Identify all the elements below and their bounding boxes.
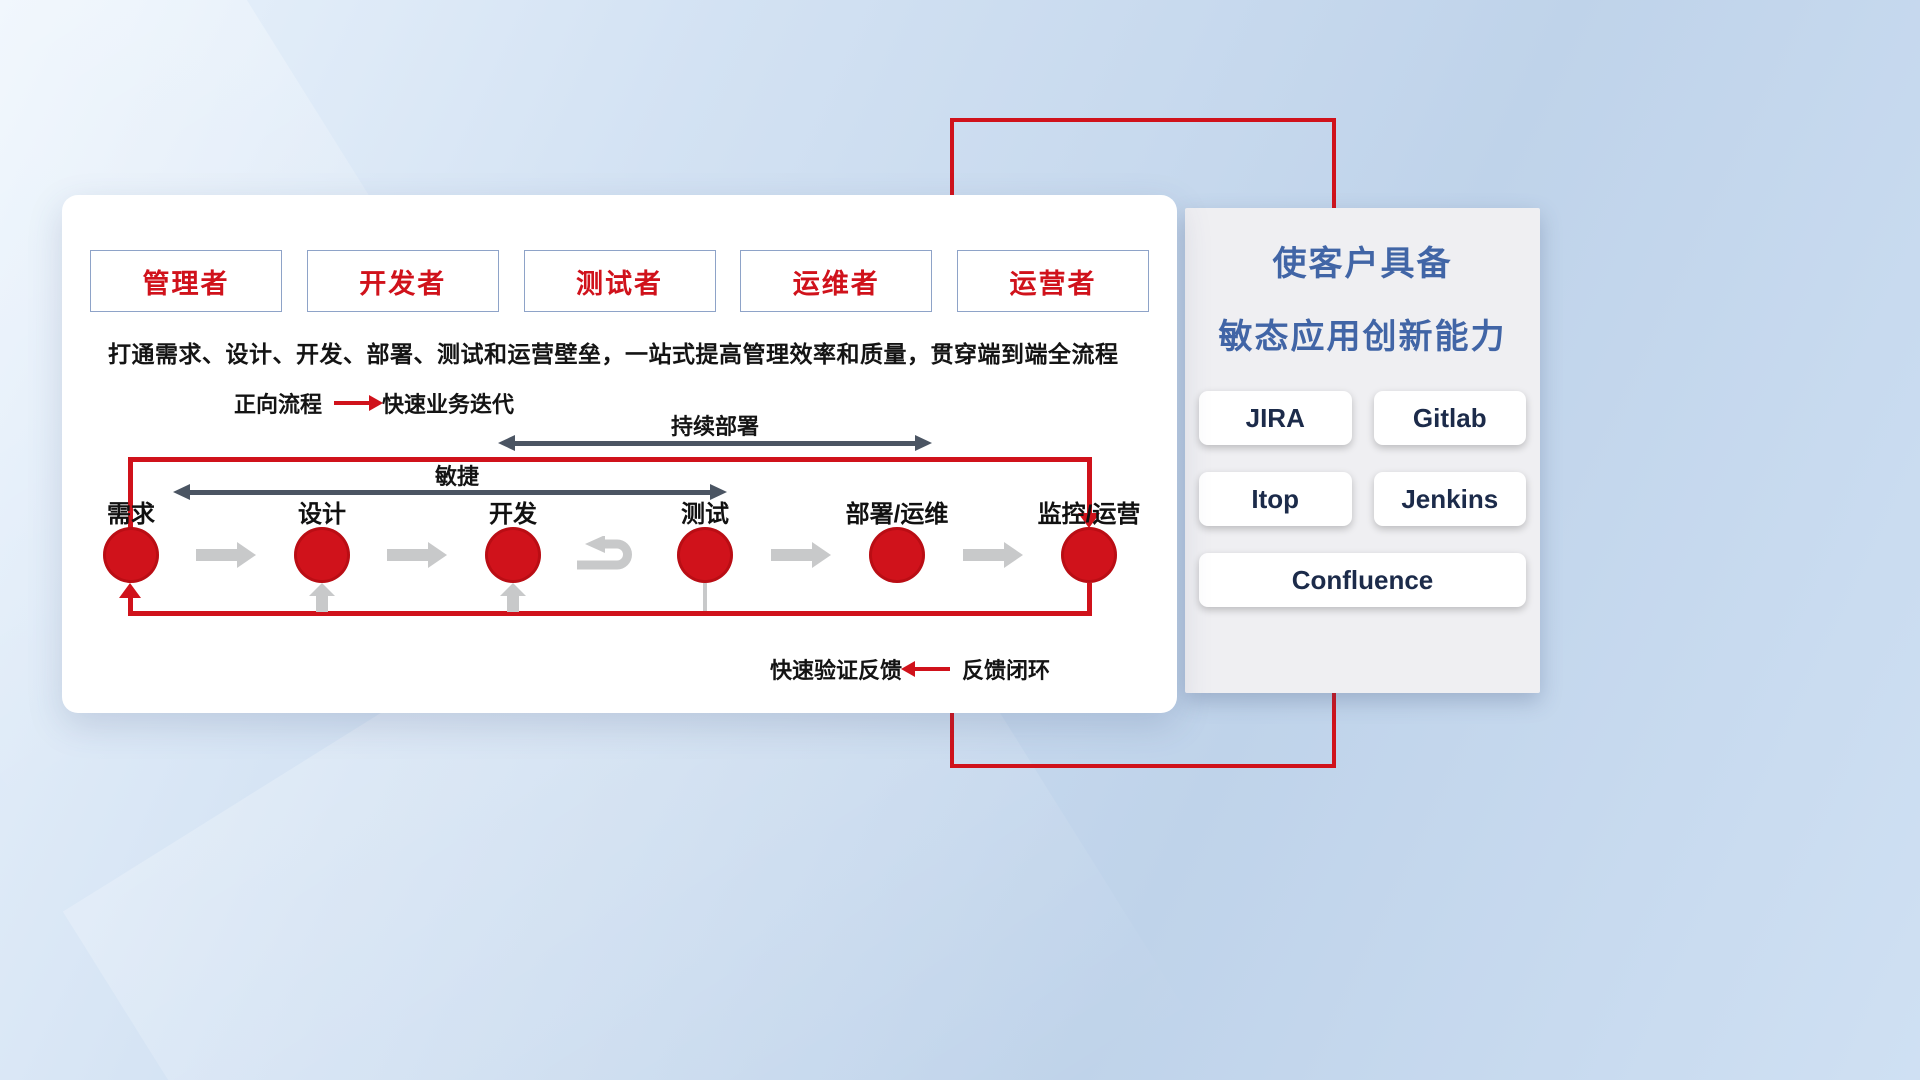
panel-title-line2: 敏态应用创新能力 bbox=[1218, 318, 1507, 356]
feedback-arrow-icon bbox=[901, 661, 951, 677]
role-boxes-row: 管理者 开发者 测试者 运维者 运营者 bbox=[90, 250, 1149, 312]
stage-node-monitor-ops bbox=[1061, 527, 1117, 583]
flow-arrow-icon bbox=[963, 542, 1023, 568]
tool-chip-confluence: Confluence bbox=[1199, 553, 1526, 607]
tool-grid: JIRA Gitlab Itop Jenkins Confluence bbox=[1199, 391, 1526, 607]
stage-label-testing: 测试 bbox=[681, 501, 729, 528]
stage-label-deploy-ops: 部署/运维 bbox=[845, 501, 949, 528]
tool-chip-itop: Itop bbox=[1199, 472, 1352, 526]
stage-label-monitor-ops: 监控/运营 bbox=[1037, 501, 1141, 528]
forward-loop-line-left bbox=[128, 457, 133, 528]
stage-label-requirements: 需求 bbox=[107, 501, 155, 528]
flow-arrow-icon bbox=[771, 542, 831, 568]
tool-chip-jenkins: Jenkins bbox=[1373, 472, 1526, 526]
flow-arrow-icon bbox=[387, 542, 447, 568]
continuous-deploy-label: 持续部署 bbox=[670, 414, 759, 439]
legend-feedback: 快速验证反馈 反馈闭环 bbox=[770, 653, 1050, 685]
role-box-developer: 开发者 bbox=[306, 250, 499, 312]
stage-node-requirements bbox=[103, 527, 159, 583]
forward-loop-line-right bbox=[1087, 457, 1092, 514]
iterate-loop-arrow-icon bbox=[577, 536, 632, 570]
feedback-up-arrow-icon bbox=[309, 583, 335, 612]
role-box-manager: 管理者 bbox=[90, 250, 282, 312]
feedback-loop-line-bottom bbox=[128, 611, 1092, 616]
feedback-loop-line-left bbox=[128, 597, 133, 616]
panel-title: 使客户具备 敏态应用创新能力 bbox=[1185, 208, 1540, 358]
role-box-operator: 运营者 bbox=[957, 250, 1149, 312]
feedback-connector-line bbox=[703, 583, 707, 611]
agile-label: 敏捷 bbox=[434, 464, 479, 489]
devops-flow-card: 管理者 开发者 测试者 运维者 运营者 打通需求、设计、开发、部署、测试和运营壁… bbox=[62, 195, 1177, 713]
stage-label-development: 开发 bbox=[489, 501, 537, 528]
stage-node-testing bbox=[677, 527, 733, 583]
side-panel: 使客户具备 敏态应用创新能力 JIRA Gitlab Itop Jenkins … bbox=[1185, 208, 1540, 693]
legend-feedback-label: 快速验证反馈 bbox=[770, 658, 903, 683]
forward-loop-line-top bbox=[128, 457, 1092, 462]
legend-forward-desc: 快速业务迭代 bbox=[382, 392, 515, 417]
role-box-ops: 运维者 bbox=[740, 250, 933, 312]
tool-chip-jira: JIRA bbox=[1199, 391, 1352, 445]
legend-forward-label: 正向流程 bbox=[234, 392, 323, 417]
continuous-deploy-span-arrow bbox=[498, 435, 932, 451]
feedback-loop-arrowhead-up-icon bbox=[119, 583, 141, 598]
tool-chip-gitlab: Gitlab bbox=[1373, 391, 1526, 445]
panel-title-line1: 使客户具备 bbox=[1272, 245, 1453, 283]
stage-node-design bbox=[294, 527, 350, 583]
feedback-loop-line-right bbox=[1087, 583, 1092, 616]
stage-node-deploy-ops bbox=[869, 527, 925, 583]
legend-feedback-desc: 反馈闭环 bbox=[962, 658, 1051, 683]
card-subtitle: 打通需求、设计、开发、部署、测试和运营壁垒，一站式提高管理效率和质量，贯穿端到端… bbox=[108, 341, 1119, 367]
agile-span-arrow bbox=[173, 484, 727, 500]
forward-arrow-icon bbox=[334, 395, 384, 411]
flow-arrow-icon bbox=[196, 542, 256, 568]
feedback-up-arrow-icon bbox=[500, 583, 526, 612]
legend-forward: 正向流程 快速业务迭代 bbox=[234, 387, 514, 419]
stage-node-development bbox=[485, 527, 541, 583]
stage-label-design: 设计 bbox=[298, 501, 346, 528]
role-box-tester: 测试者 bbox=[523, 250, 716, 312]
forward-loop-arrowhead-down-icon bbox=[1078, 513, 1100, 528]
